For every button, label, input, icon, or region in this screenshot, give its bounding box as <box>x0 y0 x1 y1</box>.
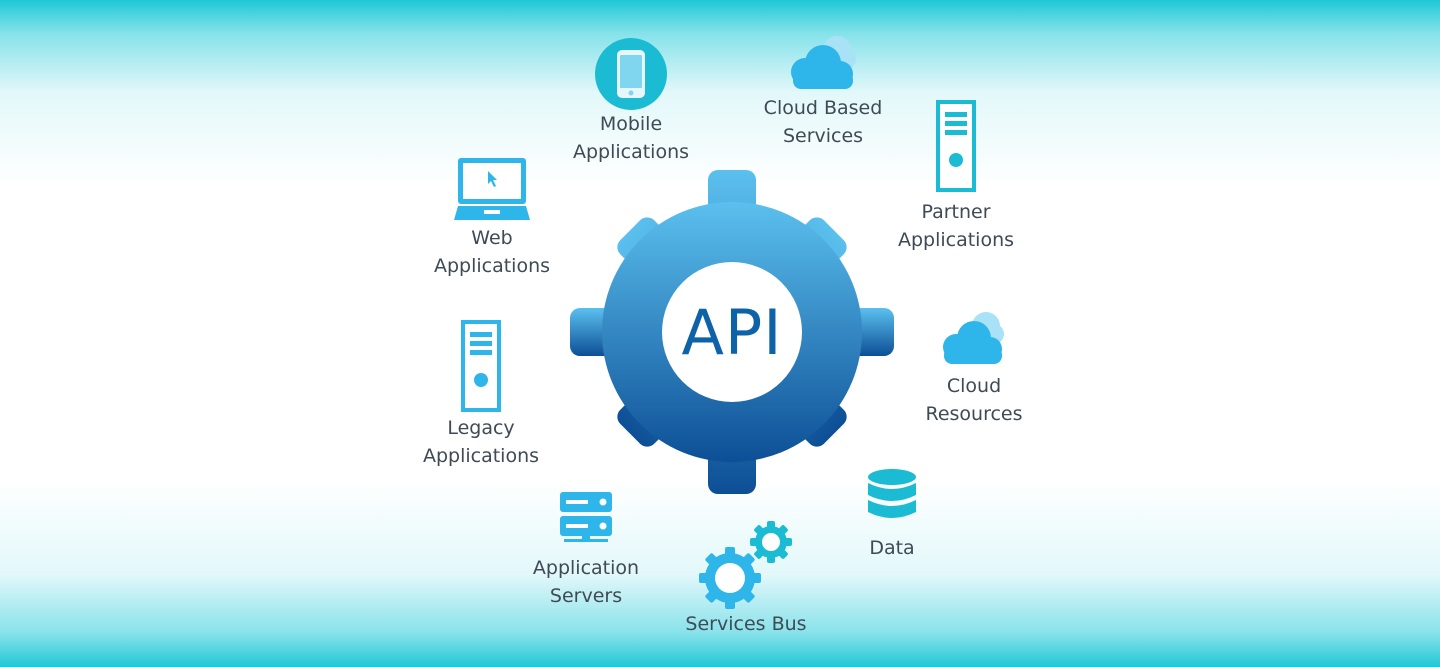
node-cloud-based-services: Cloud Based Services <box>753 32 893 150</box>
label-line-1: Partner <box>921 201 991 223</box>
label-line-2: Resources <box>925 403 1023 425</box>
api-gear-hub: API <box>570 170 894 494</box>
cloud-icon <box>943 312 1004 364</box>
label-line-2: Services <box>782 125 864 147</box>
label-line-2: Applications <box>422 445 540 467</box>
label-line-1: Cloud Based <box>763 97 883 119</box>
node-web-applications: Web Applications <box>427 156 557 280</box>
node-mobile-applications: Mobile Applications <box>566 38 696 166</box>
label-line-1: Mobile <box>599 113 663 135</box>
label-line-2: Applications <box>433 255 551 277</box>
node-partner-applications: Partner Applications <box>891 100 1021 254</box>
api-label: API <box>681 295 783 369</box>
label-line-1: Data <box>869 537 915 559</box>
laptop-icon <box>454 158 530 220</box>
server-tower-icon <box>461 320 501 412</box>
node-cloud-resources: Cloud Resources <box>909 308 1039 428</box>
label-line-2: Servers <box>549 585 623 607</box>
label-line-2: Applications <box>572 141 690 163</box>
label-line-1: Application <box>532 557 640 579</box>
gears-icon <box>699 521 792 609</box>
cloud-icon <box>791 36 856 89</box>
node-data: Data <box>844 468 940 562</box>
label-line-1: Web <box>471 227 513 249</box>
server-rack-icon <box>560 492 612 542</box>
server-tower-icon <box>936 100 976 192</box>
label-line-1: Cloud <box>946 375 1002 397</box>
node-application-servers: Application Servers <box>521 490 651 610</box>
node-legacy-applications: Legacy Applications <box>416 320 546 470</box>
mobile-phone-icon <box>595 38 667 110</box>
database-icon <box>868 469 916 518</box>
node-services-bus: Services Bus <box>676 518 816 638</box>
label-line-1: Legacy <box>447 417 515 439</box>
label-line-2: Applications <box>897 229 1015 251</box>
gear-icon <box>570 170 894 494</box>
label-line-1: Services Bus <box>685 613 807 635</box>
